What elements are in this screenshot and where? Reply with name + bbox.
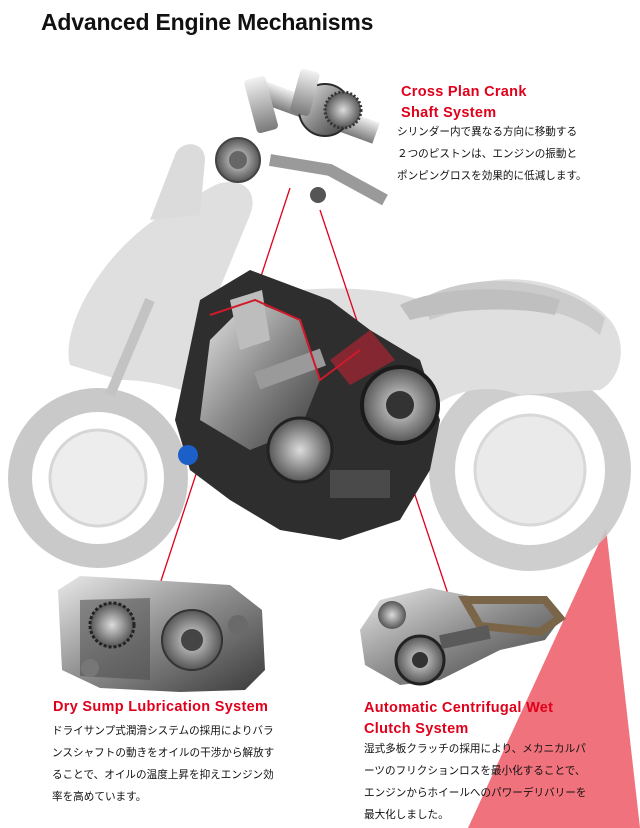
clutch-system-title: Automatic Centrifugal Wet Clutch System bbox=[364, 700, 554, 737]
crank-shaft-description: シリンダー内で異なる方向に移動する ２つのピストンは、エンジンの振動と ポンピン… bbox=[397, 126, 587, 182]
decorative-triangle bbox=[468, 528, 640, 828]
dry-sump-description: ドライサンプ式潤滑システムの採用によりバラ ンスシャフトの動きをオイルの干渉から… bbox=[52, 725, 275, 803]
engine-cutaway-photo bbox=[175, 270, 440, 540]
page-title: Advanced Engine Mechanisms bbox=[41, 9, 374, 35]
dry-sump-title: Dry Sump Lubrication System bbox=[53, 699, 269, 715]
crankshaft-photo bbox=[215, 69, 388, 206]
crank-shaft-title: Cross Plan Crank Shaft System bbox=[401, 84, 527, 121]
clutch-assembly-photo bbox=[360, 588, 566, 686]
clutch-system-description: 湿式多板クラッチの採用により、メカニカルパ ーツのフリクションロスを最小化するこ… bbox=[364, 743, 587, 821]
engine-case-photo bbox=[58, 576, 265, 692]
